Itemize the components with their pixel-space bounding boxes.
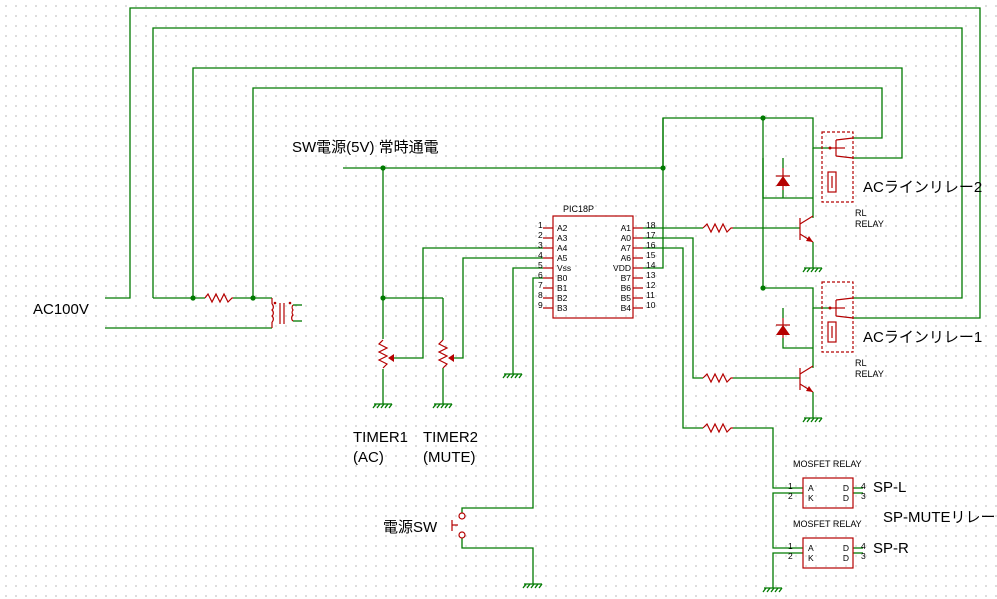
pic-pin-name: A1 [621,223,632,233]
pic-pin-name: B2 [557,293,568,303]
diode-relay2 [776,168,790,190]
junction-dots [190,115,766,301]
mosfet-relay-label-1: MOSFET RELAY [793,459,862,469]
pic-pin-name: B4 [621,303,632,313]
mosfet-pin-number: 3 [861,551,866,561]
pic-pin-name: B3 [557,303,568,313]
pic-pin-number: 12 [646,280,656,290]
relay-label-2: RELAY [855,369,884,379]
pic-pin-number: 11 [646,290,655,300]
mosfet-pin-number: 3 [861,491,866,501]
pic-pin-name: A0 [621,233,632,243]
ac-line-relay-2 [821,131,854,203]
diode-relay1 [776,318,790,338]
mosfet-pin-name: D [843,553,849,563]
ac-line-relay-1 [821,281,854,353]
pic-pin-name: A7 [621,243,632,253]
mosfet-pin-name: K [808,553,814,563]
mosfet-relay-label-2: MOSFET RELAY [793,519,862,529]
resistor-q2-base [702,222,733,234]
pic-pin-number: 14 [646,260,656,270]
pic-pin-number: 18 [646,220,656,230]
transformer [271,298,294,328]
pic18p-ic: PIC18P 1 A2 2 A3 3 A4 4 A5 5 Vss 6 B0 7 B1 8 B2 9 B3 A1 18A… [538,204,656,319]
pic-pin-name: A5 [557,253,568,263]
power-sw-label: 電源SW [383,519,438,536]
rl-label-1: RL [855,208,867,218]
mosfet-pin-name: A [808,483,814,493]
pic-pin-name: B7 [621,273,632,283]
timer1-label: TIMER1 [353,429,408,446]
sw-power-label: SW電源(5V) 常時通電 [292,139,439,156]
timer2-potentiometer [437,339,454,369]
pic-pin-name: Vss [557,263,571,273]
sp-r-label: SP-R [873,540,909,557]
resistor-mosfet [702,422,733,434]
pic-pin-name: B1 [557,283,568,293]
mosfet-pin-number: 2 [788,491,793,501]
transistor-q2 [799,215,814,243]
relay-label-1: RELAY [855,219,884,229]
pic-pin-number: 10 [646,300,656,310]
resistor-ac [204,292,233,304]
mosfet-pin-number: 2 [788,551,793,561]
pic-pin-number: 3 [538,240,543,250]
pic-pin-number: 7 [538,280,543,290]
pic-pin-number: 17 [646,230,656,240]
pic-name: PIC18P [563,204,594,214]
mosfet-pin-number: 1 [788,481,793,491]
timer2-sub-label: (MUTE) [423,449,476,466]
pic-pin-name: A4 [557,243,568,253]
pic-pin-name: A2 [557,223,568,233]
mosfet-pin-number: 1 [788,541,793,551]
mosfet-pin-name: D [843,483,849,493]
timer1-pot-zig [377,339,389,369]
pic-pin-number: 5 [538,260,543,270]
pic-pin-name: A3 [557,233,568,243]
pic-pin-number: 15 [646,250,656,260]
mosfet-pin-number: 4 [861,541,866,551]
ac100v-label: AC100V [33,301,89,318]
power-switch [451,512,466,539]
rl-label-2: RL [855,358,867,368]
transistor-q1 [799,365,814,393]
pic-pin-number: 8 [538,290,543,300]
mosfet-pin-name: A [808,543,814,553]
timer1-sub-label: (AC) [353,449,384,466]
mosfet-pin-number: 4 [861,481,866,491]
pic-pin-number: 2 [538,230,543,240]
pic-pin-name: B6 [621,283,632,293]
ground-symbols [372,262,823,593]
timer2-label: TIMER2 [423,429,478,446]
mosfet-pin-name: K [808,493,814,503]
pic-pin-number: 6 [538,270,543,280]
pic-pin-number: 4 [538,250,543,260]
mosfet-pin-name: D [843,543,849,553]
pic-pin-number: 1 [538,220,543,230]
mosfet-pin-name: D [843,493,849,503]
pic-pin-number: 13 [646,270,656,280]
pic-pin-number: 16 [646,240,656,250]
pic-pin-name: B5 [621,293,632,303]
sp-l-label: SP-L [873,479,906,496]
pic-pin-number: 9 [538,300,543,310]
pic-pin-name: VDD [613,263,631,273]
pic-pin-name: A6 [621,253,632,263]
ac-line-relay-2-label: ACラインリレー2 [863,179,982,196]
resistor-q1-base [702,372,733,384]
pic-pin-name: B0 [557,273,568,283]
sp-mute-relay-label: SP-MUTEリレー [883,509,996,526]
ac-line-relay-1-label: ACラインリレー1 [863,329,982,346]
